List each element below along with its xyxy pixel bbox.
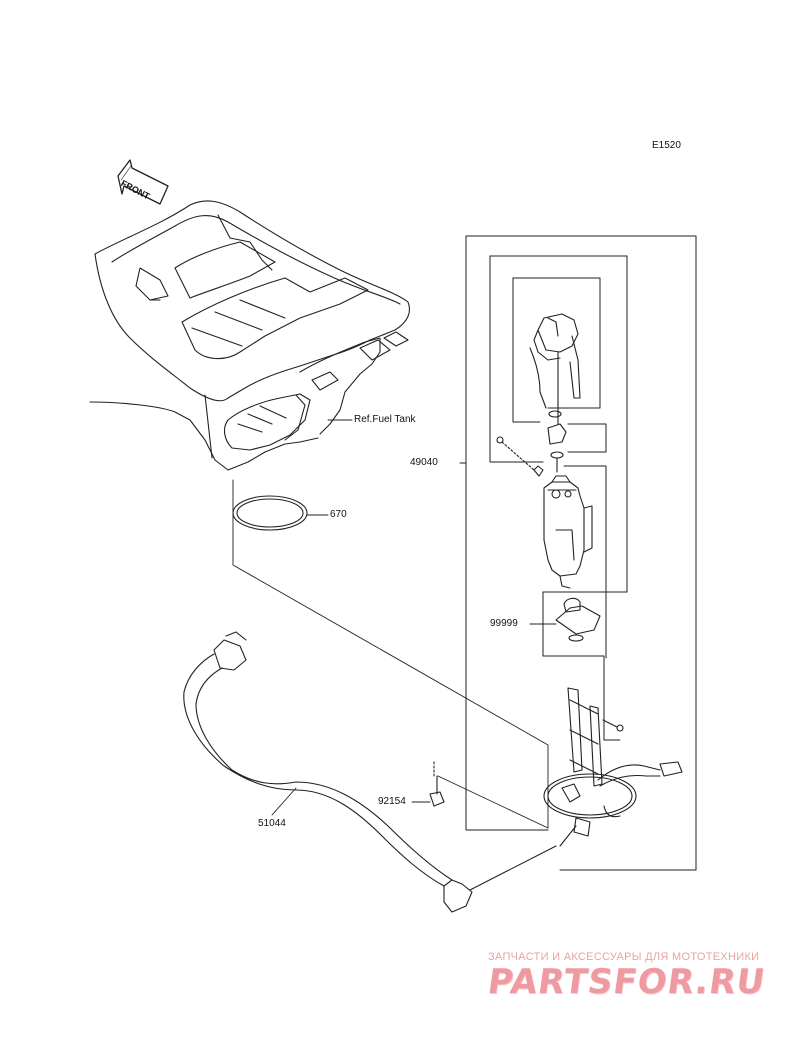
callout-670: 670 — [330, 509, 347, 520]
watermark-tagline: ЗАПЧАСТИ И АКСЕССУАРЫ ДЛЯ МОТОТЕХНИКИ — [488, 951, 760, 963]
callout-99999: 99999 — [490, 618, 518, 629]
diagram-code: E1520 — [652, 140, 681, 151]
watermark-brand: PARTSFOR.RU — [485, 962, 768, 1002]
fuel-hose — [183, 631, 557, 913]
fuel-level-sender — [529, 313, 581, 425]
fuel-filter — [555, 597, 601, 642]
assembly-boundary — [459, 235, 697, 871]
callout-51044: 51044 — [258, 818, 286, 829]
ref-fuel-tank-label: Ref.Fuel Tank — [354, 414, 416, 425]
bolt — [429, 761, 445, 807]
callout-49040: 49040 — [410, 457, 438, 468]
gasket-ring — [232, 495, 308, 531]
fuel-tank-drawing — [89, 200, 411, 471]
front-arrow-icon — [117, 159, 169, 205]
pump-base-plate — [543, 687, 683, 847]
callout-92154: 92154 — [378, 796, 406, 807]
fuel-pump-body — [543, 475, 593, 589]
